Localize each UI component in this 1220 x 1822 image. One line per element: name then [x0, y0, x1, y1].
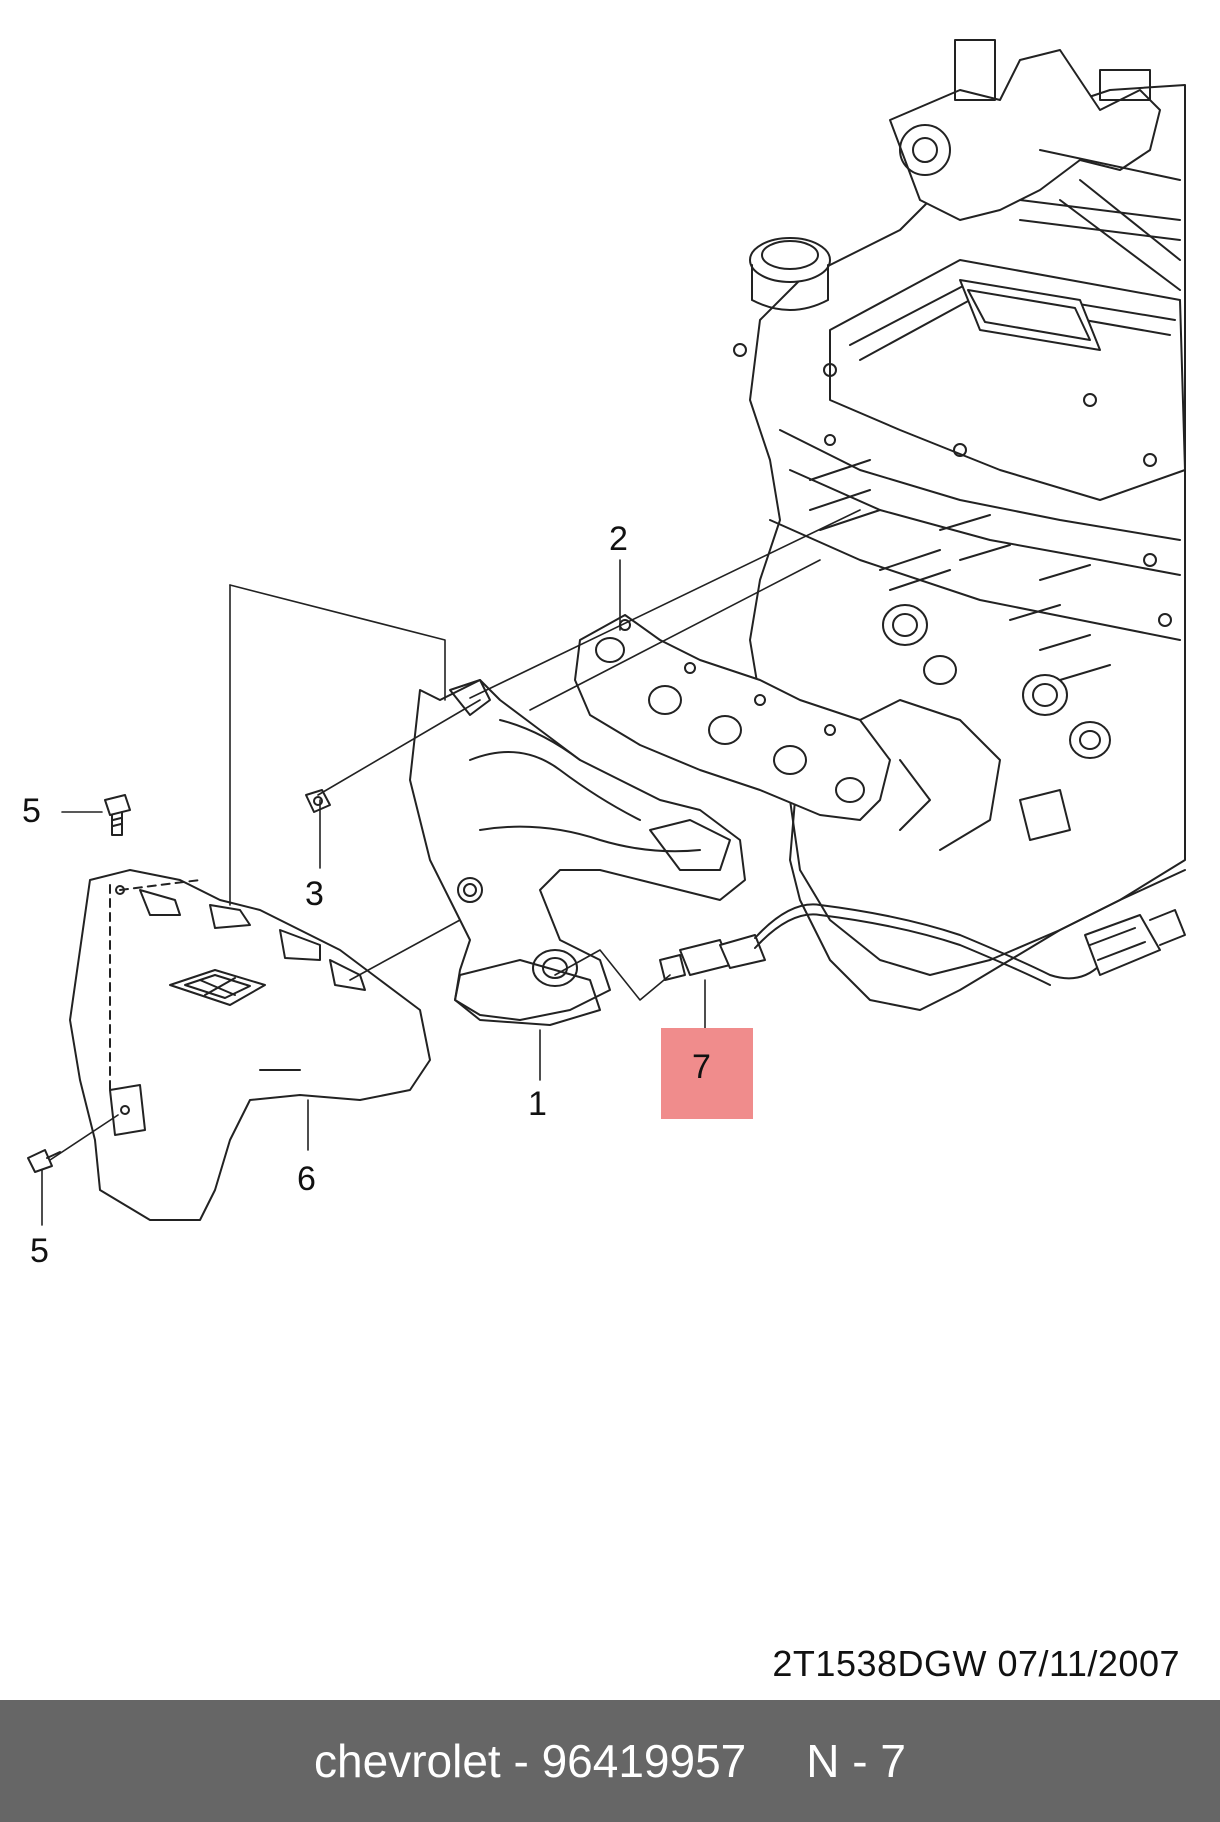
leader-lines — [41, 509, 861, 1226]
footer-brand-part: chevrolet - 96419957 — [314, 1735, 747, 1787]
callout-3: 3 — [305, 875, 324, 913]
exploded-view-drawing — [27, 39, 1186, 1226]
bolt-bottom — [27, 1149, 61, 1173]
callout-2: 2 — [609, 520, 628, 558]
parts-diagram: 2 5 3 1 7 6 5 2T1538DGW 07/11/2007 — [22, 39, 1186, 1684]
bolt-top — [104, 794, 131, 836]
nut — [305, 789, 331, 813]
callout-5-top: 5 — [22, 792, 41, 830]
drawing-code: 2T1538DGW 07/11/2007 — [772, 1643, 1180, 1684]
oxygen-sensor — [659, 903, 1186, 986]
callout-7: 7 — [692, 1048, 711, 1086]
callout-6: 6 — [297, 1160, 316, 1198]
highlight-box-part-7 — [661, 1028, 753, 1119]
exhaust-gasket — [574, 614, 891, 821]
callout-5-bottom: 5 — [30, 1232, 49, 1270]
engine-block — [733, 39, 1186, 1011]
exhaust-manifold — [409, 679, 746, 1026]
footer-ref: N - 7 — [806, 1735, 906, 1787]
footer-bar: chevrolet - 96419957 N - 7 — [0, 1700, 1220, 1822]
heat-shield — [69, 869, 431, 1221]
callout-1: 1 — [528, 1085, 547, 1123]
